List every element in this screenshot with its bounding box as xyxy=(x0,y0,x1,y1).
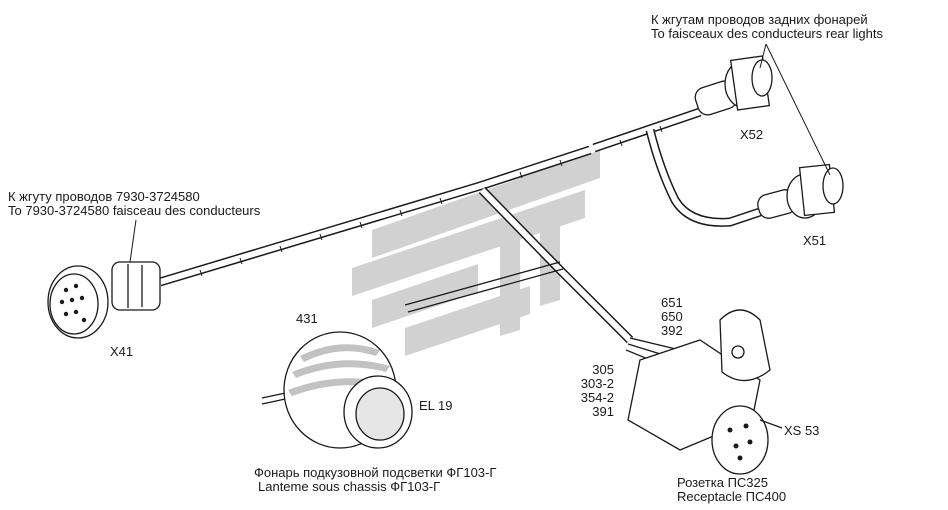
connector-x52 xyxy=(694,55,773,116)
harness-trunk xyxy=(158,107,762,344)
socket-xs53 xyxy=(625,309,783,475)
harness-ref-label-fr: To 7930-3724580 faisceau des conducteurs xyxy=(8,203,261,218)
rear-lights-label-ru: К жгутам проводов задних фонарей xyxy=(651,12,868,27)
wire-392: 392 xyxy=(661,323,683,338)
lamp-name-label: Фонарь подкузовной подсветки ФГ103-Г Lan… xyxy=(254,466,496,494)
wire-303-2: 303-2 xyxy=(580,376,614,391)
lamp-el19 xyxy=(261,331,413,449)
wire-650: 650 xyxy=(661,309,683,324)
wire-651: 651 xyxy=(661,295,683,310)
socket-name-en: Receptacle ПС400 xyxy=(677,489,787,504)
wire-391: 391 xyxy=(592,404,614,419)
x41-label: X41 xyxy=(110,344,134,359)
watermark-logo xyxy=(352,150,600,356)
lamp-name-fr: Lanteme sous chassis ФГ103-Г xyxy=(258,479,441,494)
wires-top-label: 651 650 392 xyxy=(661,296,683,338)
connector-x41 xyxy=(47,261,161,339)
socket-name-ru: Розетка ПС325 xyxy=(677,475,768,490)
connector-x51 xyxy=(757,163,844,219)
x51-label: X51 xyxy=(803,233,827,248)
xs53-label: XS 53 xyxy=(784,423,820,438)
rear-lights-label-fr: To faisceaux des conducteurs rear lights xyxy=(651,26,883,41)
lamp-name-ru: Фонарь подкузовной подсветки ФГ103-Г xyxy=(254,465,497,480)
lamp-id-label: 431 xyxy=(296,311,318,326)
harness-ref-label-ru: К жгуту проводов 7930-3724580 xyxy=(8,189,200,204)
lamp-el-label: EL 19 xyxy=(419,398,453,413)
rear-lights-label: К жгутам проводов задних фонарей To fais… xyxy=(651,13,883,41)
wires-left-label: 305 303-2 354-2 391 xyxy=(566,363,614,419)
socket-name-label: Розетка ПС325 Receptacle ПС400 xyxy=(677,476,786,504)
harness-ref-label: К жгуту проводов 7930-3724580 To 7930-37… xyxy=(8,190,260,218)
wire-354-2: 354-2 xyxy=(580,390,614,405)
x52-label: X52 xyxy=(740,127,764,142)
wire-305: 305 xyxy=(592,362,614,377)
leader-lines xyxy=(129,43,831,263)
